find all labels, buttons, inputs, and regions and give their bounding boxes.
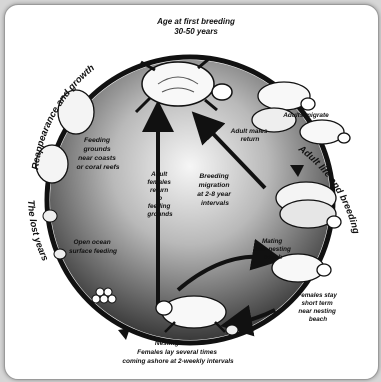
- mating-turtles-illustration: [276, 182, 341, 228]
- note-females-stay: Females stay short term near nesting bea…: [297, 292, 338, 323]
- ring-arrow-icon: [118, 328, 130, 340]
- diagram-subtitle: 30-50 years: [174, 27, 218, 36]
- note-adults-migrate: Adults migrate: [282, 112, 329, 119]
- diagram-title: Age at first breeding: [156, 17, 235, 26]
- note-nesting-beach: Nesting beach Females lay several times …: [122, 340, 234, 365]
